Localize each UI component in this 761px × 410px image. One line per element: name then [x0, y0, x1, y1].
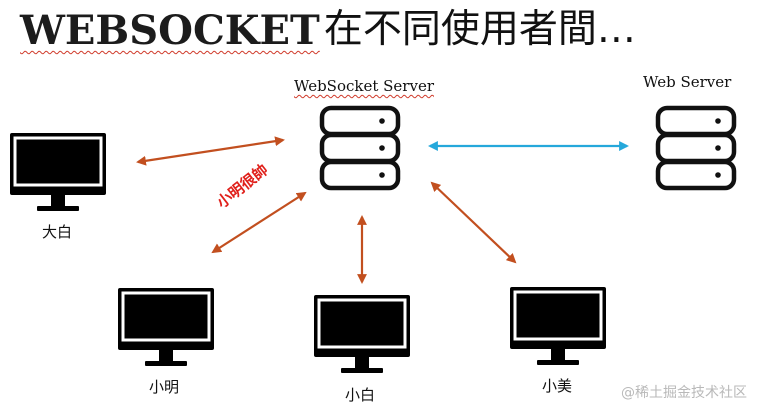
client-xiaoming-monitor-icon [116, 286, 216, 368]
client-dabai-monitor-icon [8, 131, 108, 213]
client-dabai-label: 大白 [42, 223, 73, 241]
watermark: @稀土掘金技术社区 [621, 385, 747, 401]
link-xiaoming-websocket [211, 191, 307, 254]
link-xiaomei-websocket [430, 181, 517, 264]
client-xiaobai-label: 小白 [345, 386, 376, 404]
page-title: WEBSOCKET 在不同使用者間… [20, 2, 636, 54]
client-xiaobai-monitor-icon [312, 293, 412, 375]
link-dabai-websocket [136, 136, 285, 166]
web-server-label: Web Server [643, 73, 732, 91]
websocket-server-label: WebSocket Server [294, 77, 434, 95]
web-server-icon [658, 108, 734, 188]
client-xiaomei-monitor-icon [508, 285, 608, 367]
title-websocket: WEBSOCKET [20, 7, 320, 54]
client-xiaoming-label: 小明 [149, 378, 180, 396]
websocket-server-icon [322, 108, 398, 188]
title-subtitle: 在不同使用者間… [323, 7, 636, 52]
client-xiaomei-label: 小美 [542, 377, 573, 395]
